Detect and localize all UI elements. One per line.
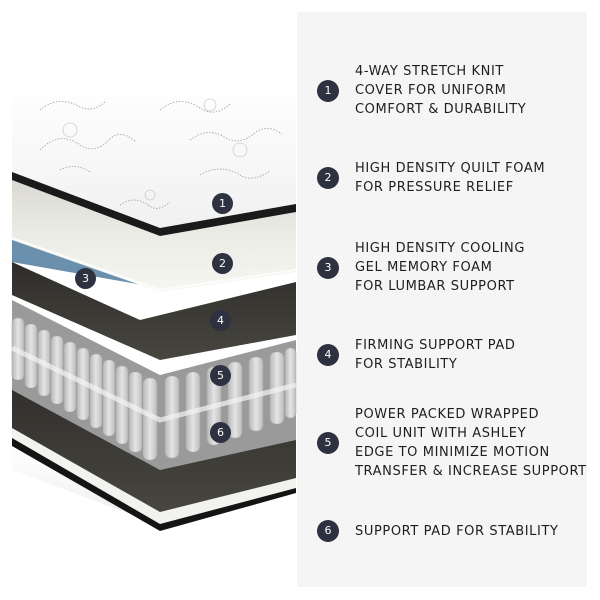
support-pad-layer (12, 375, 296, 512)
feature-line: POWER PACKED WRAPPED (355, 407, 540, 422)
number-badge-6: 6 (317, 520, 339, 542)
features-panel: 1 4-WAY STRETCH KNIT COVER FOR UNIFORM C… (297, 12, 587, 587)
feature-line: FOR LUMBAR SUPPORT (355, 279, 515, 294)
feature-item-5: 5 POWER PACKED WRAPPED COIL UNIT WITH AS… (317, 405, 587, 481)
feature-item-6: 6 SUPPORT PAD FOR STABILITY (317, 520, 559, 542)
feature-line: SUPPORT PAD FOR STABILITY (355, 523, 559, 539)
feature-description-4: FIRMING SUPPORT PAD FOR STABILITY (355, 336, 515, 374)
feature-line: COVER FOR UNIFORM (355, 83, 507, 98)
feature-item-4: 4 FIRMING SUPPORT PAD FOR STABILITY (317, 336, 515, 374)
feature-item-3: 3 HIGH DENSITY COOLING GEL MEMORY FOAM F… (317, 239, 525, 296)
feature-line: FOR STABILITY (355, 357, 458, 372)
feature-description-5: POWER PACKED WRAPPED COIL UNIT WITH ASHL… (355, 405, 587, 481)
number-badge-3: 3 (317, 256, 339, 279)
feature-description-1: 4-WAY STRETCH KNIT COVER FOR UNIFORM COM… (355, 62, 526, 119)
feature-description-6: SUPPORT PAD FOR STABILITY (355, 522, 559, 541)
callout-badge-3: 3 (75, 268, 96, 289)
number-badge-2: 2 (317, 167, 339, 189)
firming-support-pad-layer (12, 262, 296, 360)
number-badge-1: 1 (317, 79, 339, 102)
callout-badge-1: 1 (212, 193, 233, 214)
callout-badge-6: 6 (210, 422, 231, 443)
feature-line: 4-WAY STRETCH KNIT (355, 64, 504, 79)
feature-line: TRANSFER & INCREASE SUPPORT (355, 464, 587, 479)
feature-item-2: 2 HIGH DENSITY QUILT FOAM FOR PRESSURE R… (317, 159, 545, 197)
mattress-cutaway-graphic (10, 80, 297, 531)
mattress-layers-illustration: 1 2 3 4 5 6 (10, 80, 297, 531)
feature-line: HIGH DENSITY QUILT FOAM (355, 161, 546, 176)
feature-line: GEL MEMORY FOAM (355, 260, 493, 275)
feature-item-1: 1 4-WAY STRETCH KNIT COVER FOR UNIFORM C… (317, 62, 526, 119)
callout-badge-2: 2 (212, 253, 233, 274)
number-badge-4: 4 (317, 344, 339, 366)
feature-description-2: HIGH DENSITY QUILT FOAM FOR PRESSURE REL… (355, 159, 545, 197)
number-badge-5: 5 (317, 432, 339, 454)
feature-line: COIL UNIT WITH ASHLEY (355, 426, 527, 441)
feature-line: EDGE TO MINIMIZE MOTION (355, 445, 550, 460)
feature-line: HIGH DENSITY COOLING (355, 241, 526, 256)
callout-badge-4: 4 (210, 310, 231, 331)
callout-badge-5: 5 (210, 365, 231, 386)
feature-line: FIRMING SUPPORT PAD (355, 338, 516, 353)
feature-description-3: HIGH DENSITY COOLING GEL MEMORY FOAM FOR… (355, 239, 525, 296)
feature-line: FOR PRESSURE RELIEF (355, 180, 514, 195)
feature-line: COMFORT & DURABILITY (355, 102, 527, 117)
